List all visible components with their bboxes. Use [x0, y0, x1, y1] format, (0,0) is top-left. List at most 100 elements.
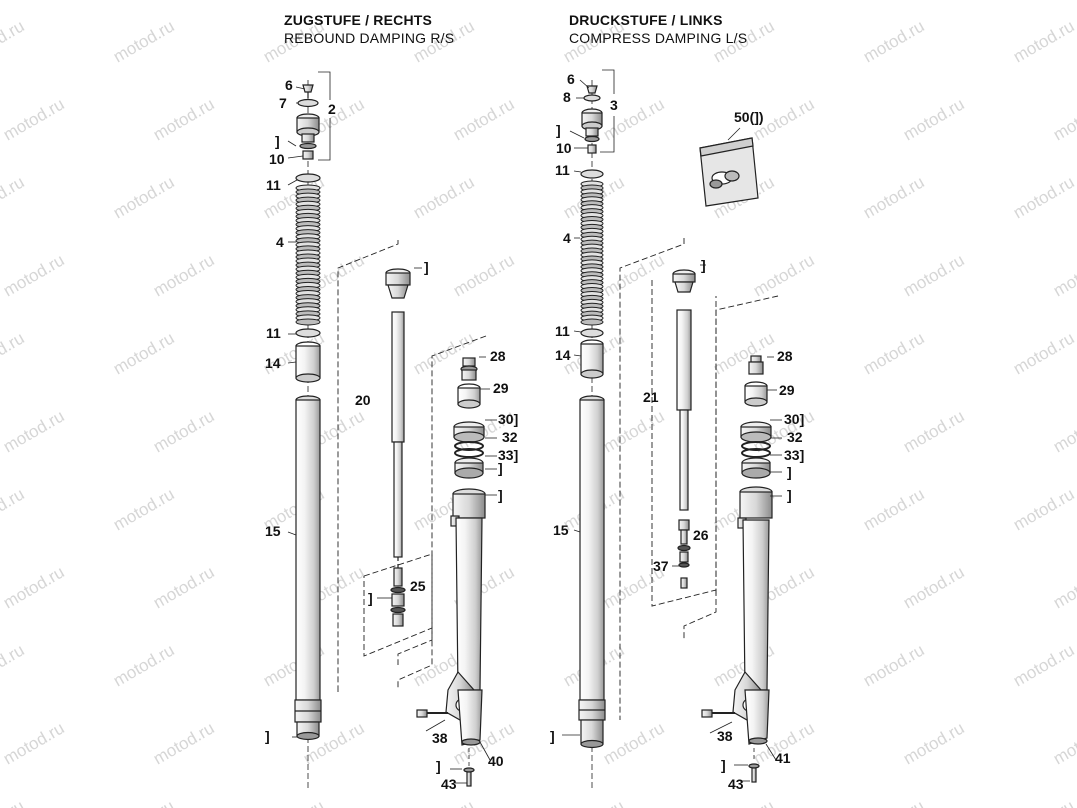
left-retaining-clip-2: [454, 448, 484, 458]
left-o-ring: [299, 142, 317, 150]
callout-l25: 25: [410, 578, 426, 594]
left-spring-seat-lower: [295, 328, 321, 338]
callout-r4: 4: [563, 230, 571, 246]
callout-l40: 40: [488, 753, 504, 769]
right-fork-tube: [578, 395, 606, 749]
right-dust-seal: [740, 421, 772, 443]
callout-r50: 50(]): [734, 109, 764, 125]
right-slider: [732, 486, 773, 745]
right-assembly-subtitle: COMPRESS DAMPING L/S: [569, 30, 748, 46]
callout-l15: 15: [265, 523, 281, 539]
right-damper-top-bushing: [672, 269, 696, 293]
callout-l10: 10: [269, 151, 285, 167]
seal-kit-bag: [699, 137, 759, 207]
right-slider-bracket: [715, 295, 779, 596]
callout-r11a: 11: [555, 162, 570, 178]
left-spacer-tube: [295, 341, 321, 383]
left-washer: [297, 98, 319, 108]
callout-l43: 43: [441, 776, 457, 792]
callout-lb6: ]: [265, 728, 270, 744]
callout-l14: 14: [265, 355, 281, 371]
callout-l30: 30]: [498, 411, 518, 427]
callout-l32: 32: [502, 429, 518, 445]
callout-lb4: ]: [498, 487, 503, 503]
callout-r15: 15: [553, 522, 569, 538]
left-dust-seal: [453, 421, 485, 443]
callout-r32: 32: [787, 429, 803, 445]
callout-lb5: ]: [368, 590, 373, 606]
left-spring-seat-upper: [295, 173, 321, 183]
callout-rb5: ]: [550, 728, 555, 744]
right-bushing: [744, 381, 768, 407]
callout-r30: 30]: [784, 411, 804, 427]
left-assembly-subtitle: REBOUND DAMPING R/S: [284, 30, 455, 46]
callout-l33: 33]: [498, 447, 518, 463]
callout-l4: 4: [276, 234, 284, 250]
right-top-valve: [748, 355, 764, 375]
right-damper-rod: [676, 309, 692, 511]
left-bushing: [457, 383, 481, 409]
left-oil-seal: [454, 457, 484, 479]
left-damper-bracket: [337, 240, 399, 692]
left-damper-rod: [391, 311, 405, 575]
left-spring-coil: [295, 318, 321, 326]
callout-r37: 37: [653, 558, 669, 574]
callout-r43: 43: [728, 776, 744, 792]
callout-rb6: ]: [721, 757, 726, 773]
callout-l38: 38: [432, 730, 448, 746]
callout-r8: 8: [563, 89, 571, 105]
right-washer: [583, 94, 601, 102]
callout-r26: 26: [693, 527, 709, 543]
right-axle-bolt: [701, 709, 735, 718]
right-spring-seat-lower: [580, 328, 604, 338]
right-oil-seal: [741, 457, 771, 479]
right-retaining-clip-2: [741, 448, 771, 458]
callout-r38: 38: [717, 728, 733, 744]
right-o-ring: [584, 135, 600, 143]
leader-lines: [287, 69, 782, 784]
left-top-valve: [460, 357, 478, 381]
callout-r21: 21: [643, 389, 659, 405]
callout-r6: 6: [567, 71, 575, 87]
right-cap-bolt: [586, 85, 598, 94]
callout-r11b: 11: [555, 323, 570, 339]
callout-l11b: 11: [266, 325, 281, 341]
callout-l6: 6: [285, 77, 293, 93]
left-piston-kit: [390, 567, 406, 627]
callout-r41: 41: [775, 750, 791, 766]
left-axle-bolt: [416, 709, 448, 718]
callout-lb7: ]: [436, 758, 441, 774]
right-cap-nut: [581, 108, 603, 137]
right-drain-bolt: [748, 748, 760, 783]
callout-l2: 2: [328, 101, 336, 117]
callout-r14: 14: [555, 347, 571, 363]
right-nut: [587, 144, 597, 154]
right-spring-seat-upper: [580, 169, 604, 179]
callout-l28: 28: [490, 348, 506, 364]
callout-lb3: ]: [498, 460, 503, 476]
left-slider: [445, 488, 486, 746]
left-nut: [302, 150, 314, 160]
left-drain-bolt: [463, 748, 475, 787]
left-cap-nut: [296, 113, 320, 143]
left-assembly-title: ZUGSTUFE / RECHTS: [284, 12, 433, 28]
right-assembly-title: DRUCKSTUFE / LINKS: [569, 12, 723, 28]
callout-lb1: ]: [275, 133, 280, 149]
right-piston-kit: [677, 519, 691, 589]
left-spring: [295, 184, 321, 326]
callout-rb4: ]: [787, 487, 792, 503]
right-damper-bracket: [619, 238, 685, 720]
callout-l7: 7: [279, 95, 287, 111]
callout-l29: 29: [493, 380, 509, 396]
right-spring-coil: [580, 318, 604, 326]
callout-r3: 3: [610, 97, 618, 113]
callout-r29: 29: [779, 382, 795, 398]
right-damper-bracket-2: [651, 280, 717, 640]
callout-rb1: ]: [556, 122, 561, 138]
left-fork-tube: [294, 395, 322, 741]
callout-r28: 28: [777, 348, 793, 364]
callout-r33: 33]: [784, 447, 804, 463]
left-cap-bolt: [302, 84, 314, 98]
callout-lb2: ]: [424, 259, 429, 275]
